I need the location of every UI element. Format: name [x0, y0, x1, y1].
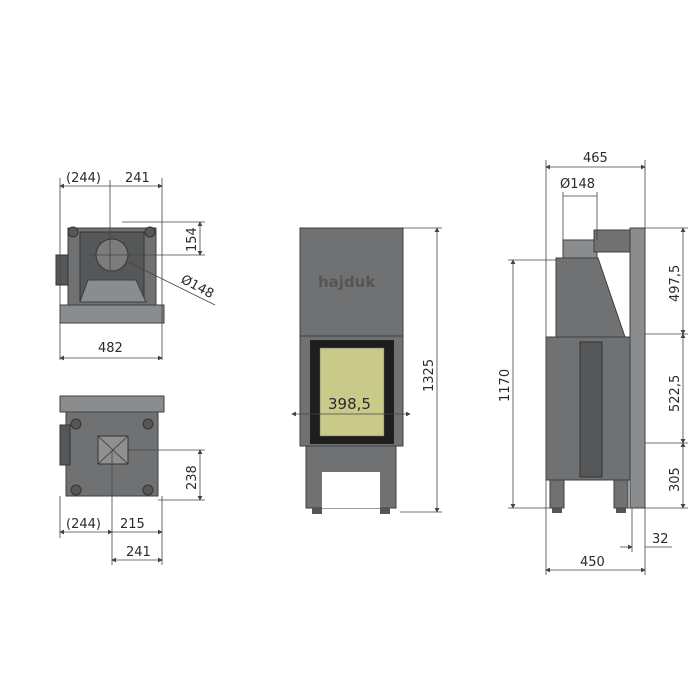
dim-bottom-left: (244)	[66, 517, 101, 532]
bottom-view: 238 (244) 215 241	[59, 395, 205, 565]
dim-total-depth: 465	[583, 151, 608, 166]
dim-top-left: (244)	[66, 171, 101, 186]
dim-bottom-mid: 215	[120, 517, 145, 532]
top-view: (244) 241 154 Ø148 482	[55, 171, 216, 361]
dim-height: 1325	[422, 359, 437, 392]
front-view: hajduk 398,5 1325	[291, 227, 442, 514]
dim-top-right: 241	[125, 171, 150, 186]
dim-middle: 522,5	[668, 375, 683, 412]
side-view: 465 Ø148 497,5 522,5 305 1170 32 450	[498, 151, 688, 575]
dim-glass-width: 398,5	[328, 395, 371, 413]
dim-side-depth: 450	[580, 555, 605, 570]
dim-depth: 238	[185, 465, 200, 490]
dim-body-height: 1170	[498, 369, 513, 402]
dim-side-flue-diameter: Ø148	[560, 177, 595, 192]
brand-logo: hajduk	[318, 273, 376, 291]
dim-flue-offset: 154	[185, 227, 200, 252]
dim-lower: 305	[668, 467, 683, 492]
dim-offset: 32	[652, 532, 669, 547]
dim-upper: 497,5	[668, 265, 683, 302]
dim-flue-diameter: Ø148	[178, 272, 216, 302]
dim-width: 482	[98, 341, 123, 356]
dim-bottom-241: 241	[126, 545, 151, 560]
